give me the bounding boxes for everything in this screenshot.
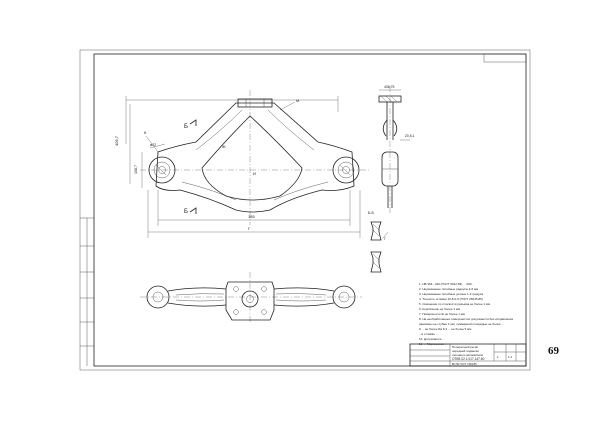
title-sheet: 1 <box>497 355 499 359</box>
mark-i: И <box>253 171 256 176</box>
title-name-1: Поперечный рычаг <box>452 345 478 349</box>
section-bb: Б-Б Г <box>368 211 389 273</box>
note-9b: ...в отливке ... <box>419 332 438 336</box>
mark-m: М <box>296 98 299 103</box>
mark-g: Г <box>384 237 386 241</box>
sheet-frame <box>79 49 531 371</box>
dim-span-total: Г <box>248 226 251 231</box>
note-3: 3. Неуказанные литейные уклоны 1-3 граду… <box>419 292 483 296</box>
title-code: ОТКВ 02.1.017.147.60 <box>452 357 485 361</box>
view-label-b-bottom: Б <box>184 209 188 215</box>
dim-diameter-left: ø22 <box>150 143 156 147</box>
note-8: 8. На необработанных поверхностях допуск… <box>419 317 513 321</box>
side-stamp <box>80 217 94 366</box>
main-view <box>140 90 370 225</box>
note-8b: раковины не глубже 1 мм, суммарной площа… <box>419 322 504 326</box>
note-6: 6. Коробление не более 1 мм <box>419 307 460 311</box>
dim-inner-height: 108,7 <box>134 165 138 174</box>
title-name-2: передней подвески <box>452 349 479 353</box>
technical-notes: 1. НВ 363...429 (ГОСТ 9012-59) ... 200..… <box>419 282 513 346</box>
dim-section-width: 20,5-1 <box>405 134 415 138</box>
section-label: Б-Б <box>368 211 375 215</box>
main-view-dimensions: 406,7 108,7 ø22 185 Г Б Б М К И Ж <box>114 96 361 238</box>
note-9: 9. ...не более Ra 6,3 ... не более 5 мм <box>419 327 471 331</box>
dim-span-inner: 185 <box>248 214 255 219</box>
note-10: 10. Допускается ... <box>419 337 445 341</box>
side-section-view: 406,75 20,5-1 <box>378 85 415 214</box>
title-material: ВЧ 50 ГОСТ 7293-85 <box>452 362 477 366</box>
note-7: 7. Поверхности Ж не более 1 мм <box>419 312 465 316</box>
view-label-b-top: Б <box>184 124 188 130</box>
title-name-3: легкового автомобиля <box>452 353 483 357</box>
note-1: 1. НВ 363...429 (ГОСТ 9012-59) ... 200..… <box>419 282 474 286</box>
note-4: 4. Точность отливки 10-8-0-9 (ГОСТ 26645… <box>419 297 483 301</box>
note-2: 2. Неуказанные литейные радиусы 4-6 мм <box>419 287 478 291</box>
mark-k: К <box>144 130 147 135</box>
dim-top-width: 406,75 <box>384 85 394 89</box>
mark-j: Ж <box>222 144 226 149</box>
note-5: 5. Смещение по плоскости разъема не боле… <box>419 302 490 306</box>
page-number: 69 <box>548 345 559 357</box>
bottom-plan-view <box>140 272 362 322</box>
dim-left-height: 406,7 <box>114 135 119 146</box>
title-block: Поперечный рычаг передней подвески легко… <box>409 343 527 367</box>
title-scale: 1:1 <box>508 355 513 359</box>
